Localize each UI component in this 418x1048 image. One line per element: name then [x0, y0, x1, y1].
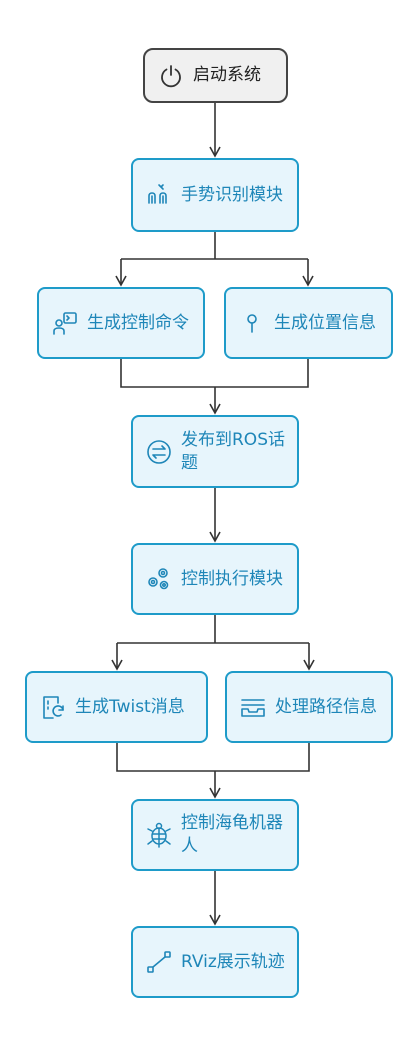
node-label: 手势识别模块: [181, 184, 283, 205]
node-label: RViz展示轨迹: [181, 951, 285, 972]
edge-gencmd-merge: [120, 359, 309, 388]
node-rviz: RViz展示轨迹: [131, 926, 299, 998]
turtle-icon: [145, 821, 173, 849]
node-publish: 发布到ROS话题: [131, 415, 299, 488]
node-start: 启动系统: [143, 48, 288, 103]
gears-icon: [145, 565, 173, 593]
node-path: 处理路径信息: [225, 671, 393, 743]
node-exec: 控制执行模块: [131, 543, 299, 615]
node-label: 启动系统: [193, 65, 261, 85]
trajectory-icon: [145, 948, 173, 976]
node-gesture: 手势识别模块: [131, 158, 299, 232]
node-label: 生成Twist消息: [75, 696, 185, 717]
node-turtle: 控制海龟机器人: [131, 799, 299, 871]
edge-twist-merge: [116, 743, 310, 772]
command-user-icon: [51, 309, 79, 337]
message-refresh-icon: [39, 693, 67, 721]
edge-exec-split: [117, 615, 309, 644]
node-gen-pos: 生成位置信息: [224, 287, 393, 359]
hands-icon: [145, 181, 173, 209]
power-icon: [157, 62, 185, 90]
location-pin-icon: [238, 309, 266, 337]
node-label: 处理路径信息: [275, 696, 377, 717]
inbox-icon: [239, 693, 267, 721]
node-label: 生成位置信息: [274, 312, 376, 333]
node-label: 控制海龟机器人: [181, 813, 283, 856]
node-label: 生成控制命令: [87, 312, 189, 333]
node-gen-cmd: 生成控制命令: [37, 287, 205, 359]
edge-gesture-split: [121, 232, 308, 260]
node-label: 发布到ROS话题: [181, 429, 285, 473]
node-label: 控制执行模块: [181, 568, 283, 589]
node-twist: 生成Twist消息: [25, 671, 208, 743]
transfer-arrows-icon: [145, 438, 173, 466]
